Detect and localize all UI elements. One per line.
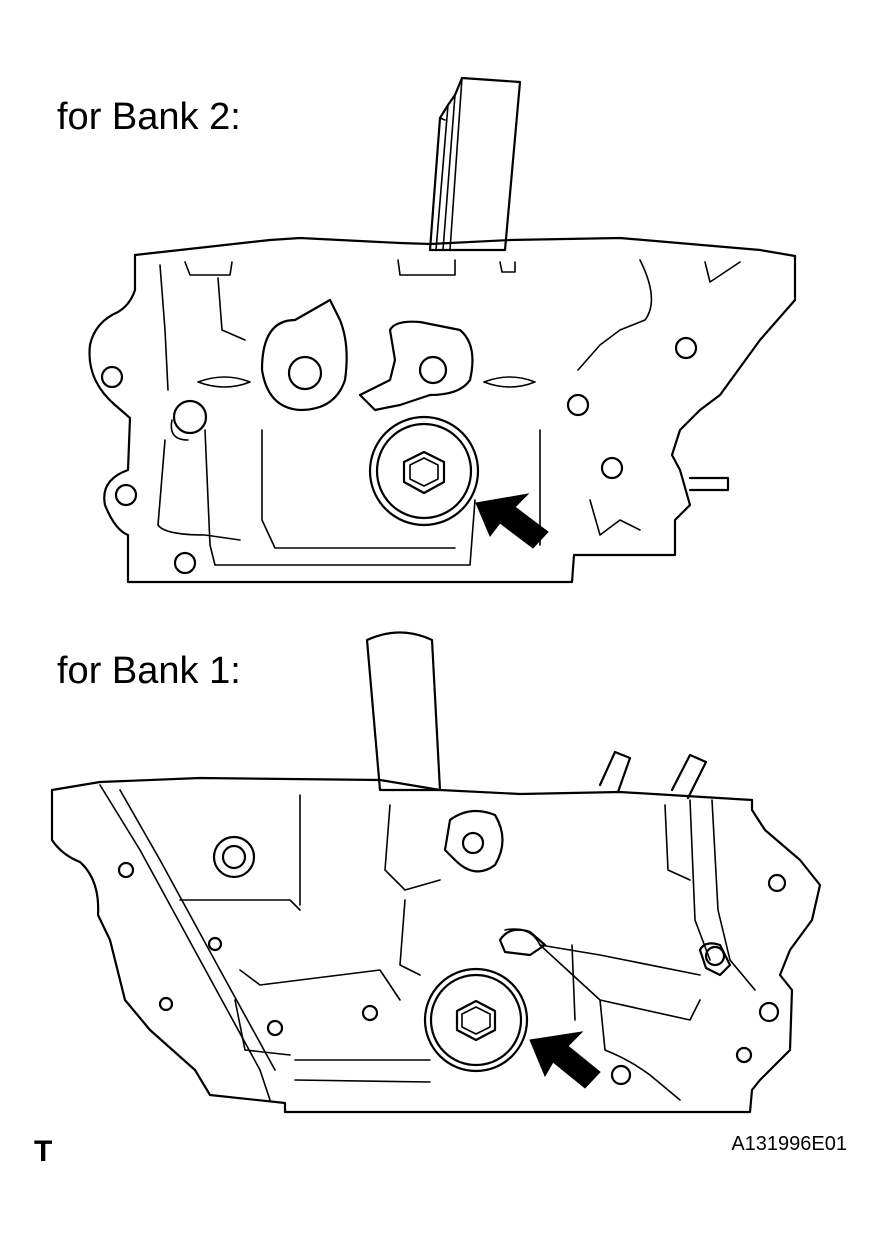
corner-mark: T — [34, 1135, 53, 1168]
bank2-cylinder-head — [88, 76, 797, 584]
bank1-hex-socket-plug — [423, 967, 529, 1073]
bank1-arrow-icon — [529, 1031, 601, 1089]
bank1-cylinder-head — [50, 631, 822, 1114]
bank1-camshaft-tool — [365, 631, 442, 792]
bank2-label: for Bank 2: — [57, 96, 241, 138]
figure-code: A131996E01 — [731, 1133, 847, 1155]
bank2-camshaft-tool — [428, 76, 522, 252]
bank2-arrow-icon — [475, 493, 549, 549]
bank1-label: for Bank 1: — [57, 650, 241, 692]
bank2-hex-socket-plug — [368, 415, 480, 527]
